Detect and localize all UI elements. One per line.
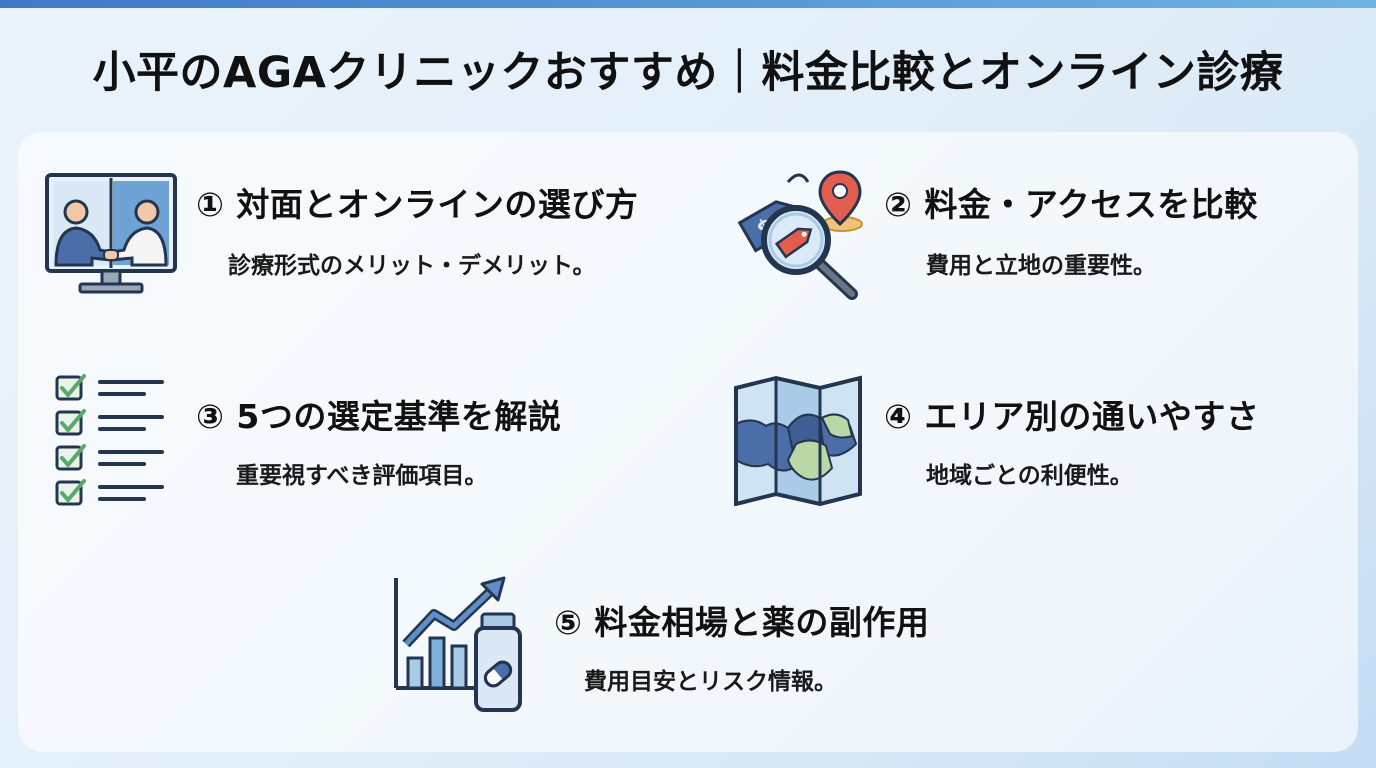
item-description: 費用と立地の重要性。: [926, 253, 1156, 279]
checklist-icon: [55, 374, 164, 506]
item-heading: ③ 5つの選定基準を解説: [196, 397, 562, 436]
item-description: 重要視すべき評価項目。: [236, 463, 488, 489]
item-description: 費用目安とリスク情報。: [584, 669, 837, 695]
item-heading: ① 対面とオンラインの選び方: [196, 185, 639, 224]
folded-map-icon: [734, 375, 862, 506]
item-description: 診療形式のメリット・デメリット。: [228, 253, 596, 279]
video-consultation-icon: [45, 173, 177, 294]
item-heading: ④ エリア別の通いやすさ: [884, 397, 1260, 436]
page-title: 小平のAGAクリニックおすすめ｜料金比較とオンライン診療: [92, 48, 1284, 98]
item-heading: ② 料金・アクセスを比較: [884, 185, 1258, 224]
item-heading: ⑤ 料金相場と薬の副作用: [554, 603, 930, 642]
top-accent-bar: [0, 0, 1376, 8]
item-description: 地域ごとの利便性。: [926, 463, 1133, 489]
price-tag-search-icon: $: [737, 170, 863, 300]
content-panel: [18, 132, 1358, 752]
chart-medicine-icon: [394, 576, 522, 712]
